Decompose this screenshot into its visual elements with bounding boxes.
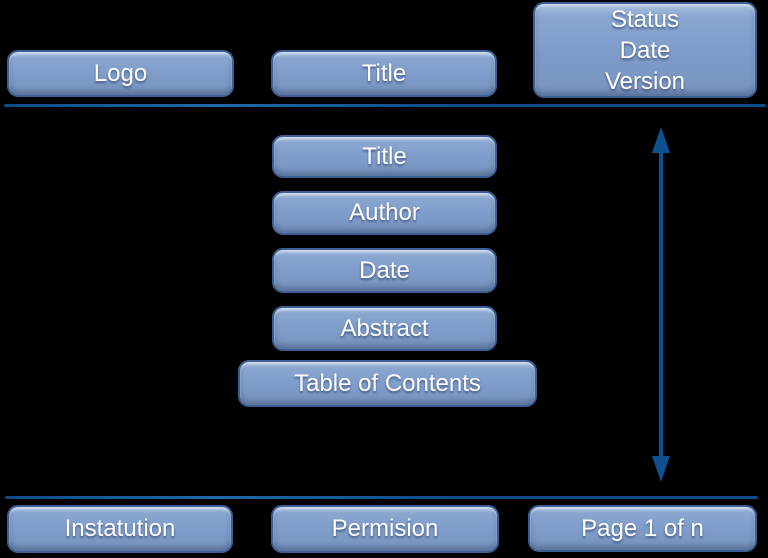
date-line: Date [619,36,671,64]
header-title-box-label: Title [361,59,407,87]
header-title-box: Title [271,50,497,97]
abstract-box-label: Abstract [340,314,429,342]
abstract-box: Abstract [272,306,497,351]
author-box: Author [272,191,497,235]
table-of-contents-box-label: Table of Contents [294,369,481,397]
header-separator-line [4,104,766,107]
title-box: Title [272,135,497,178]
date-box-label: Date [359,256,410,284]
page-number-box: Page 1 of n [528,505,757,552]
logo-box: Logo [7,50,234,97]
title-box-label: Title [362,142,407,170]
up-down-arrow-icon [652,127,670,482]
institution-box: Instatution [7,505,233,553]
version-line: Version [604,67,686,95]
table-of-contents-box: Table of Contents [238,360,537,407]
logo-box-label: Logo [93,59,148,87]
institution-box-label: Instatution [64,515,176,543]
permission-box: Permision [271,505,499,553]
status-line: Status [610,5,680,33]
permission-box-label: Permision [331,515,439,543]
status-date-version-box: Status Date Version [533,2,757,98]
footer-separator-line [5,496,758,499]
author-box-label: Author [349,199,420,227]
page-number-box-label: Page 1 of n [581,514,704,542]
date-box: Date [272,248,497,293]
